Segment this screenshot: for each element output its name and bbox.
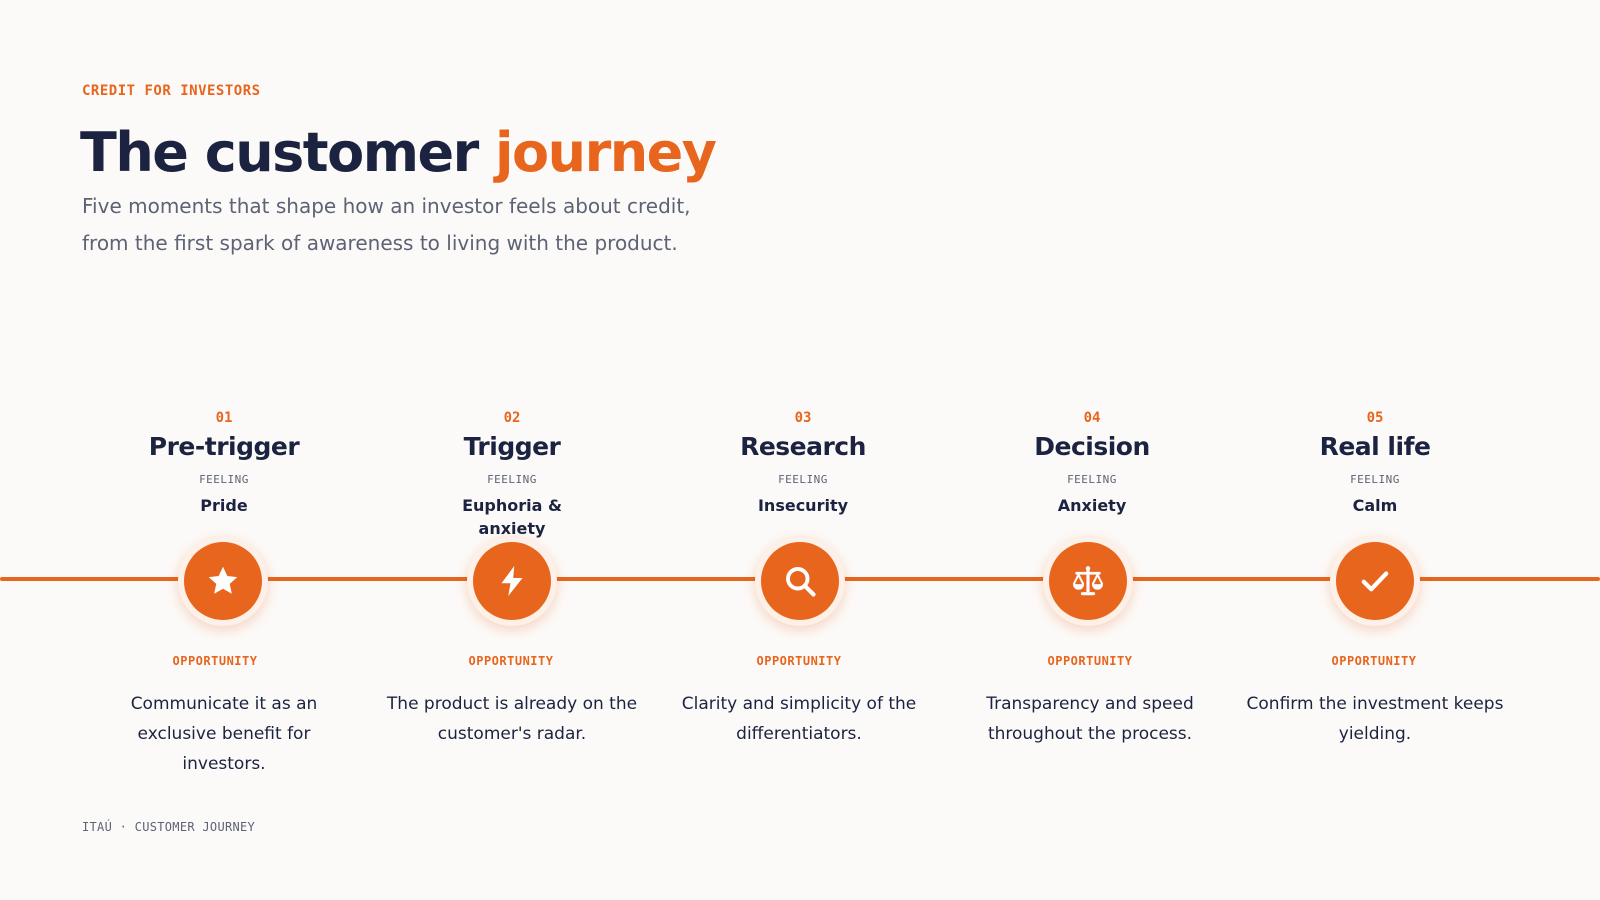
feeling-label: FEELING	[778, 473, 828, 486]
feeling-label: FEELING	[487, 473, 537, 486]
stage-decision: 04 Decision FEELING Anxiety OPPORTUNITY …	[952, 0, 1232, 900]
opportunity-text: Communicate it as an exclusive benefit f…	[130, 694, 318, 774]
stage-badge	[467, 536, 557, 626]
scale-icon	[1072, 566, 1104, 596]
lightning-icon	[501, 566, 523, 596]
opportunity-label: OPPORTUNITY	[468, 654, 554, 668]
stage-name: Real life	[1319, 432, 1431, 461]
stage-trigger: 02 Trigger FEELING Euphoria & anxiety OP…	[372, 0, 652, 900]
search-icon	[786, 567, 816, 597]
stage-number: 02	[503, 410, 521, 426]
feeling-label: FEELING	[1067, 473, 1117, 486]
star-icon	[208, 566, 238, 594]
eyebrow-label: CREDIT FOR INVESTORS	[82, 83, 261, 99]
stage-number: 05	[1366, 410, 1384, 426]
stage-name: Research	[740, 432, 866, 461]
page-subtitle: Five moments that shape how an investor …	[82, 188, 782, 262]
title-main: The customer	[80, 121, 496, 184]
stage-name: Decision	[1034, 432, 1150, 461]
opportunity-label: OPPORTUNITY	[756, 654, 842, 668]
stage-badge	[755, 536, 845, 626]
footer-label: ITAÚ · CUSTOMER JOURNEY	[82, 820, 256, 834]
opportunity-text: Clarity and simplicity of the differenti…	[681, 694, 917, 744]
title-accent: journey	[495, 121, 717, 184]
page-title: The customer journey	[80, 121, 717, 184]
feeling-value: Insecurity	[757, 496, 849, 515]
feeling-value: Pride	[200, 496, 248, 515]
stage-pre-trigger: 01 Pre-trigger FEELING Pride OPPORTUNITY…	[84, 0, 364, 900]
opportunity-text: Confirm the investment keeps yielding.	[1246, 694, 1504, 744]
checkmark-icon	[1361, 571, 1389, 592]
opportunity-label: OPPORTUNITY	[1331, 654, 1417, 668]
stage-badge	[178, 536, 268, 626]
stage-name: Trigger	[463, 432, 561, 461]
subtitle-line-2: from the first spark of awareness to liv…	[82, 231, 678, 255]
stage-badge	[1330, 536, 1420, 626]
opportunity-text: The product is already on the customer's…	[386, 694, 638, 744]
stage-real-life: 05 Real life FEELING Calm OPPORTUNITY Co…	[1235, 0, 1515, 900]
feeling-label: FEELING	[199, 473, 249, 486]
stage-research: 03 Research FEELING Insecurity OPPORTUNI…	[663, 0, 943, 900]
feeling-label: FEELING	[1350, 473, 1400, 486]
opportunity-label: OPPORTUNITY	[1047, 654, 1133, 668]
stage-number: 04	[1083, 410, 1101, 426]
feeling-value: Euphoria & anxiety	[462, 496, 562, 538]
stage-name: Pre-trigger	[148, 432, 300, 461]
opportunity-label: OPPORTUNITY	[172, 654, 258, 668]
feeling-value: Calm	[1352, 496, 1398, 515]
stage-number: 03	[794, 410, 812, 426]
opportunity-text: Transparency and speed throughout the pr…	[986, 694, 1194, 744]
stage-badge	[1043, 536, 1133, 626]
subtitle-line-1: Five moments that shape how an investor …	[82, 194, 691, 218]
stage-number: 01	[215, 410, 233, 426]
feeling-value: Anxiety	[1057, 496, 1127, 515]
